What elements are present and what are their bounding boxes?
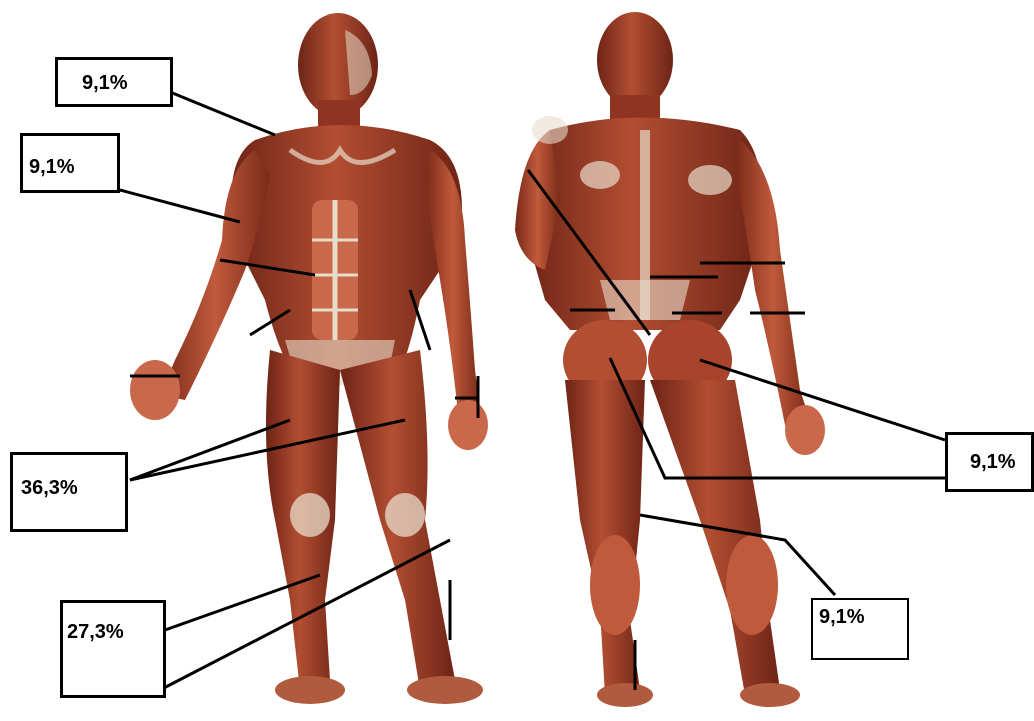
front-right-hand xyxy=(130,360,180,420)
back-left-calf xyxy=(726,535,778,635)
back-left-foot xyxy=(740,683,800,707)
back-right-scapula xyxy=(580,161,620,189)
label-text: 9,1% xyxy=(29,156,75,179)
back-left-scapula xyxy=(688,165,732,195)
back-left-hand xyxy=(785,405,825,455)
label-text: 9,1% xyxy=(819,606,865,629)
label-thigh-front: 36,3% xyxy=(10,452,128,532)
back-figure xyxy=(515,12,825,707)
front-left-arm xyxy=(425,150,480,412)
leader-shoulder xyxy=(170,92,275,135)
front-right-foot xyxy=(275,676,345,704)
label-text: 27,3% xyxy=(67,621,124,644)
back-right-leg xyxy=(565,380,645,695)
label-shin-front: 27,3% xyxy=(60,600,166,698)
back-left-leg xyxy=(650,380,780,695)
front-left-knee xyxy=(385,493,425,537)
front-right-knee xyxy=(290,493,330,537)
label-shoulder-front: 9,1% xyxy=(55,57,173,107)
back-right-calf xyxy=(590,535,640,635)
back-right-foot xyxy=(597,683,653,707)
label-calf-back: 9,1% xyxy=(811,598,909,660)
label-text: 9,1% xyxy=(82,72,128,95)
leader-arm xyxy=(120,190,240,222)
label-gluteus-back: 9,1% xyxy=(945,432,1034,492)
label-text: 36,3% xyxy=(21,477,78,500)
label-arm-front: 9,1% xyxy=(20,133,120,193)
front-figure xyxy=(130,13,488,704)
back-head xyxy=(597,12,673,108)
front-left-hand xyxy=(448,400,488,450)
label-text: 9,1% xyxy=(970,451,1016,474)
back-elbow xyxy=(532,116,568,144)
front-left-foot xyxy=(407,676,483,704)
